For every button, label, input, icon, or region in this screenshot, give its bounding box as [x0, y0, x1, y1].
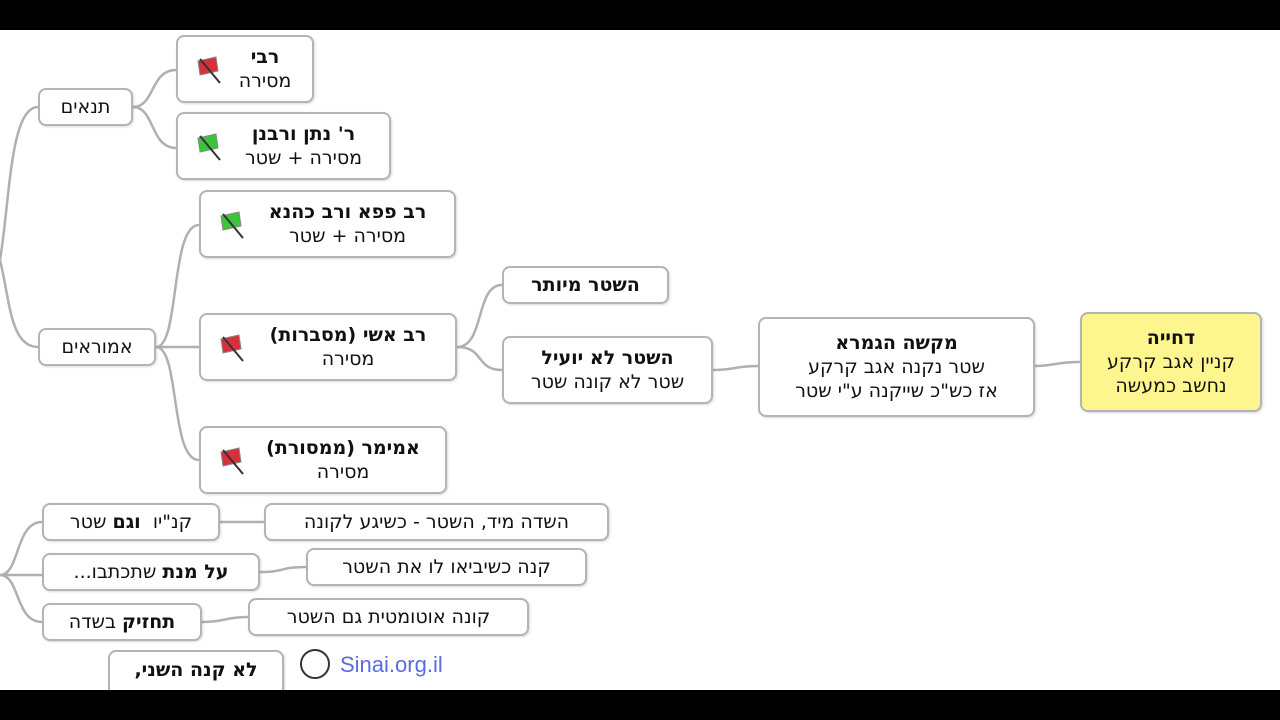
- node-text: בשדה: [68, 611, 116, 633]
- play-icon[interactable]: [300, 649, 330, 679]
- node-title: רב אשי (מסברות): [269, 324, 427, 346]
- node-line: אז כש"כ שייקנה ע"י שטר: [795, 380, 998, 402]
- node-sub: שטר לא קונה שטר: [530, 371, 685, 393]
- node-kana-kshe[interactable]: קנה כשיביאו לו את השטר: [306, 548, 587, 586]
- node-title: מקשה הגמרא: [835, 332, 958, 354]
- red-flag-icon: [220, 334, 244, 362]
- node-label: קונה אוטומטית גם השטר: [286, 606, 491, 628]
- node-al-menat[interactable]: על מנת שתכתבו...: [42, 553, 260, 591]
- node-label: אמוראים: [61, 336, 133, 358]
- node-title: דחייה: [1146, 327, 1196, 349]
- node-tachzik[interactable]: תחזיק בשדה: [42, 603, 202, 641]
- video-top-bar: [0, 0, 1280, 30]
- node-sub: מסירה: [321, 348, 375, 370]
- node-label: קנה כשיביאו לו את השטר: [342, 556, 551, 578]
- node-text: שתכתבו...: [73, 561, 157, 583]
- node-label: לא קנה השני,: [134, 659, 258, 681]
- node-label: תנאים: [60, 96, 111, 118]
- node-sub: מסירה + שטר: [244, 147, 363, 169]
- node-label: השדה מיד, השטר - כשיגע לקונה: [303, 511, 570, 533]
- node-shtar-meyutar[interactable]: השטר מיותר: [502, 266, 669, 304]
- node-amemar[interactable]: אמימר (ממסורת) מסירה: [199, 426, 447, 494]
- node-rebbi[interactable]: רבי מסירה: [176, 35, 314, 103]
- node-line: קניין אגב קרקע: [1107, 351, 1235, 373]
- green-flag-icon: [220, 211, 244, 239]
- watermark: Sinai.org.il: [340, 652, 443, 677]
- node-line: שטר נקנה אגב קרקע: [808, 356, 985, 378]
- node-bold: וגם: [112, 511, 141, 533]
- node-label: השטר מיותר: [531, 274, 640, 296]
- node-title: ר' נתן ורבנן: [251, 123, 356, 145]
- node-dchiya[interactable]: דחייה קניין אגב קרקע נחשב כמעשה: [1080, 312, 1262, 412]
- node-rnatan[interactable]: ר' נתן ורבנן מסירה + שטר: [176, 112, 391, 180]
- node-ravpapa[interactable]: רב פפא ורב כהנא מסירה + שטר: [199, 190, 456, 258]
- node-sub: מסירה: [238, 70, 292, 92]
- node-title: רב פפא ורב כהנא: [268, 201, 427, 223]
- node-sub: מסירה: [316, 461, 370, 483]
- node-hasade-miyad[interactable]: השדה מיד, השטר - כשיגע לקונה: [264, 503, 609, 541]
- node-kone-auto[interactable]: קונה אוטומטית גם השטר: [248, 598, 529, 636]
- node-shtar-lo-yoil[interactable]: השטר לא יועיל שטר לא קונה שטר: [502, 336, 713, 404]
- node-text: קנ"יו: [152, 511, 193, 533]
- video-bottom-bar: [0, 690, 1280, 720]
- red-flag-icon: [220, 447, 244, 475]
- node-bold: על מנת: [162, 561, 229, 583]
- node-sub: מסירה + שטר: [288, 225, 407, 247]
- node-bold: תחזיק: [122, 611, 176, 633]
- node-line: נחשב כמעשה: [1115, 375, 1227, 397]
- node-kinyan-gam[interactable]: קנ"יו וגם שטר: [42, 503, 220, 541]
- node-title: השטר לא יועיל: [541, 347, 674, 369]
- node-amoraim[interactable]: אמוראים: [38, 328, 156, 366]
- node-makshe[interactable]: מקשה הגמרא שטר נקנה אגב קרקע אז כש"כ שיי…: [758, 317, 1035, 417]
- node-tannaim[interactable]: תנאים: [38, 88, 133, 126]
- node-text: שטר: [69, 511, 107, 533]
- node-title: רבי: [250, 46, 280, 68]
- node-ravashi[interactable]: רב אשי (מסברות) מסירה: [199, 313, 457, 381]
- red-flag-icon: [197, 56, 221, 84]
- green-flag-icon: [197, 133, 221, 161]
- node-title: אמימר (ממסורת): [266, 437, 420, 459]
